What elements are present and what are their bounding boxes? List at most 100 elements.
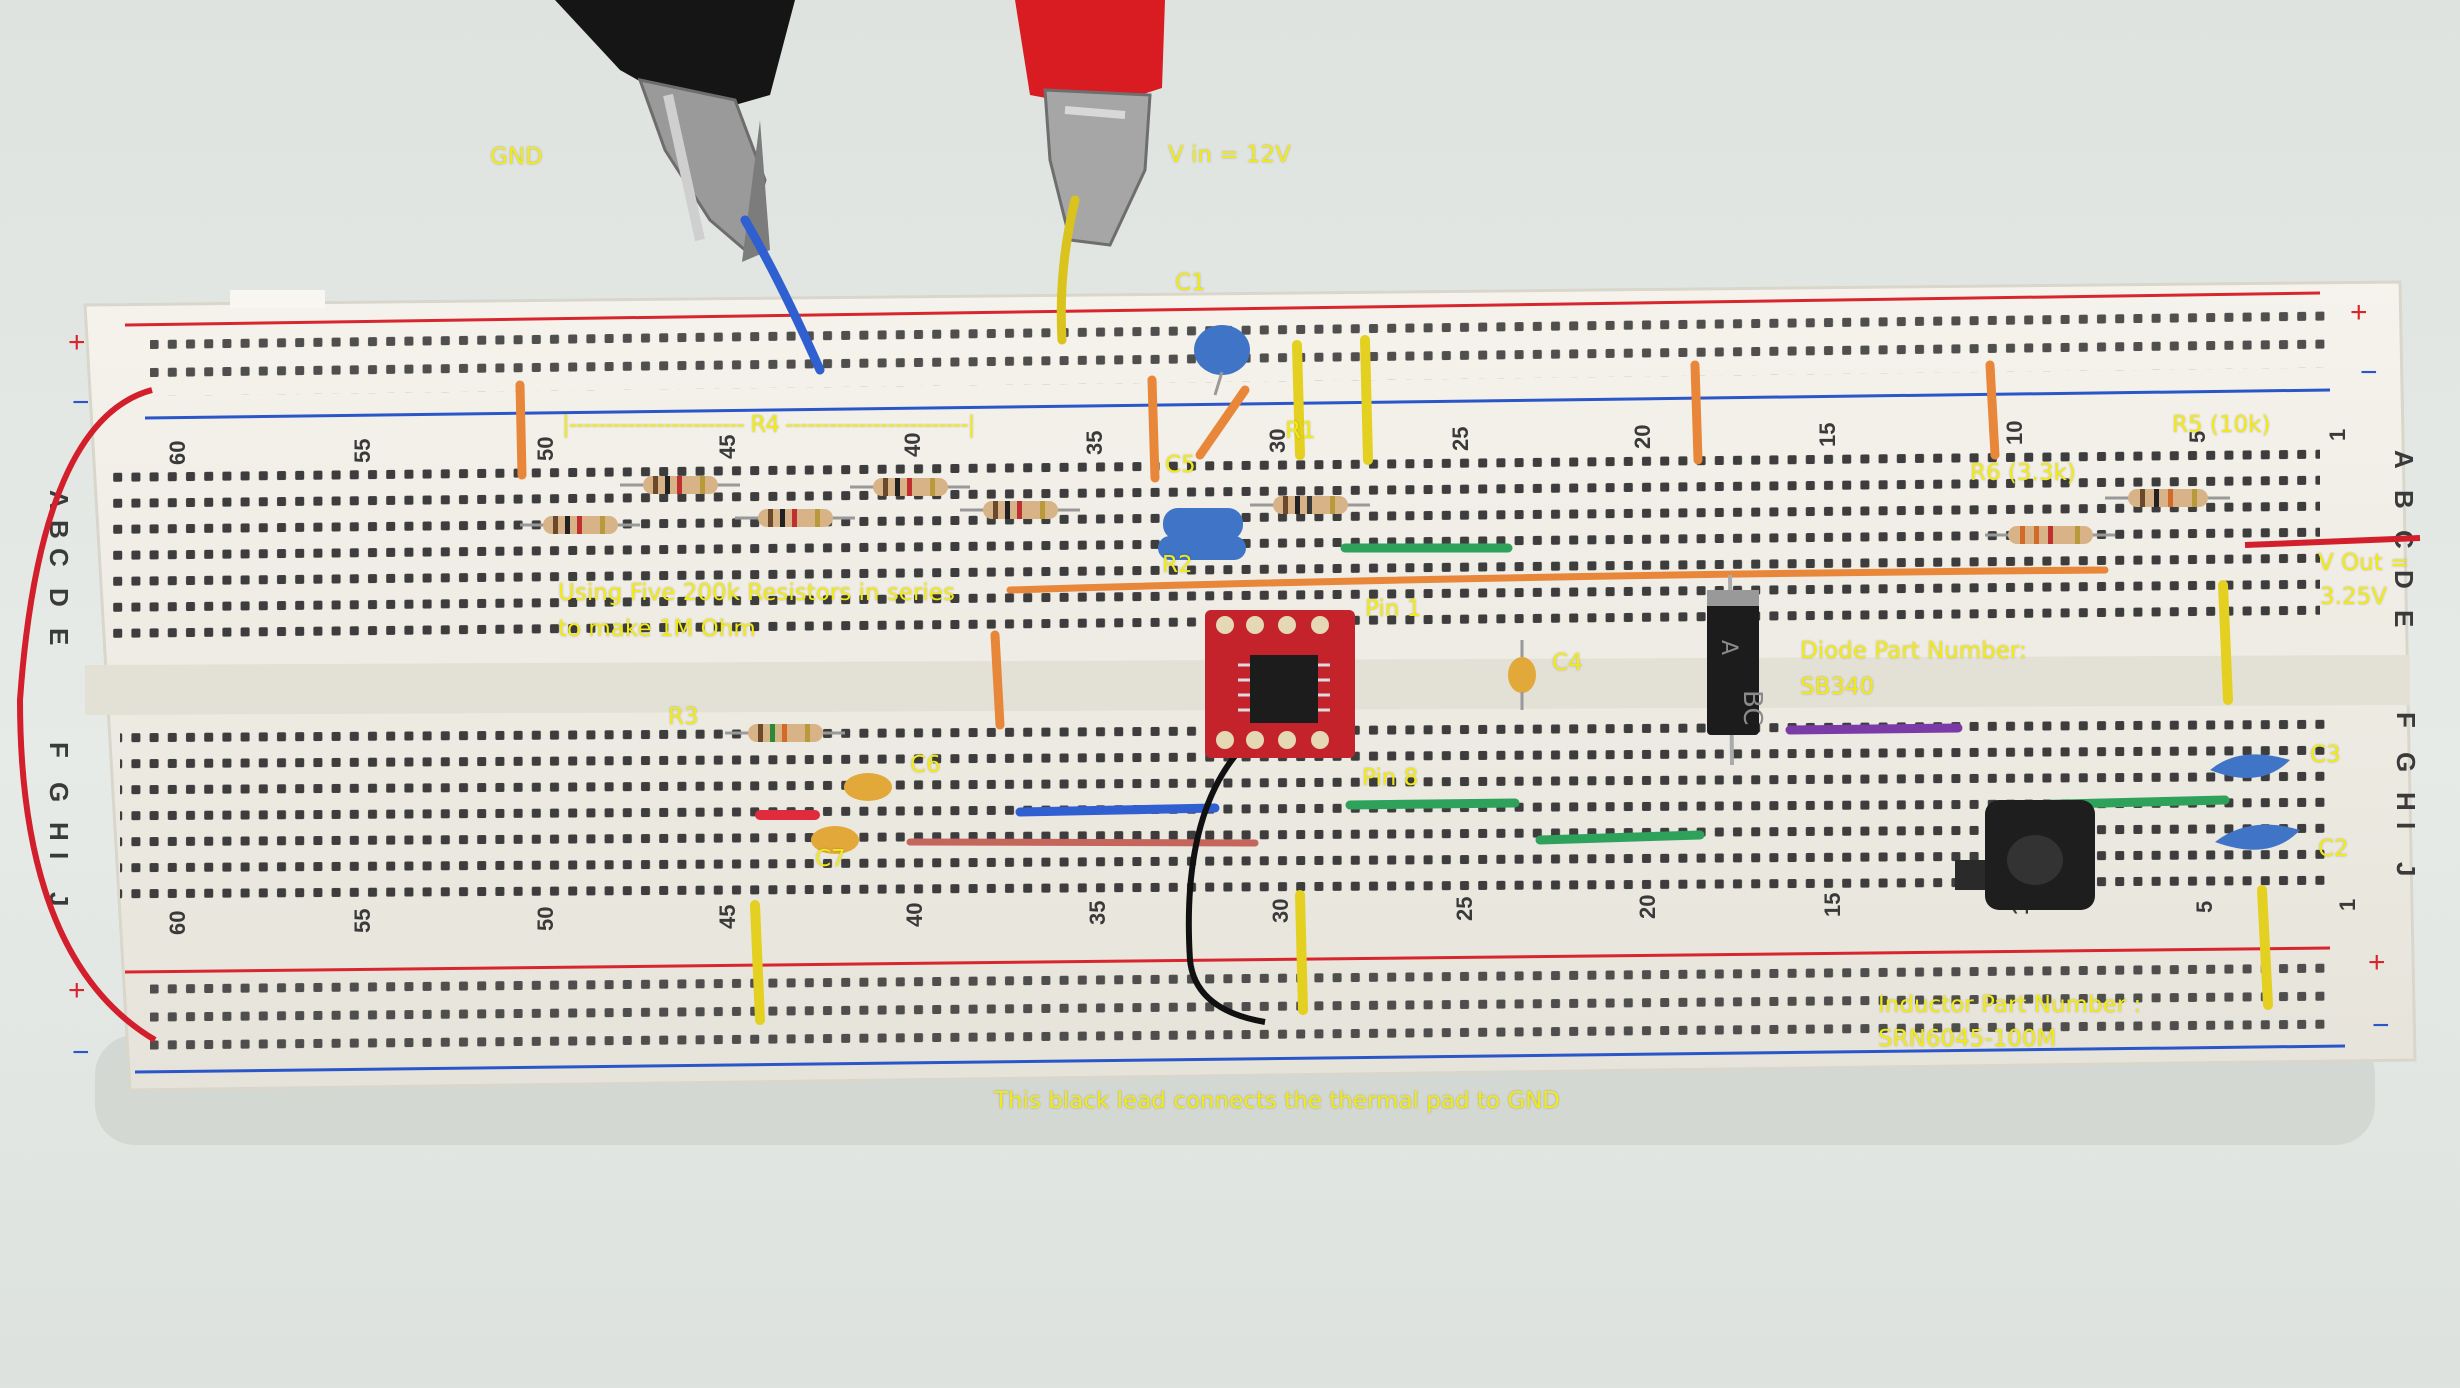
c6-capacitor <box>844 773 892 801</box>
right-letter-f: F <box>2391 712 2421 728</box>
right-letter-h: H <box>2391 792 2421 811</box>
right-letter-a: A <box>2389 450 2419 469</box>
top-num-10: 10 <box>2002 421 2027 445</box>
vout-label-line1: V Out = <box>2318 550 2410 576</box>
resistors <box>520 476 2230 742</box>
bottom-num-5: 5 <box>2192 901 2217 913</box>
c3-label: C3 <box>2310 742 2341 768</box>
diode-label-line1: Diode Part Number: <box>1800 638 2027 664</box>
right-letter-e: E <box>2389 610 2419 627</box>
r1-label: R1 <box>1285 418 1316 444</box>
top-num-1: 1 <box>2325 429 2350 441</box>
c5-label: C5 <box>1165 452 1196 478</box>
black-thermal-lead <box>1185 732 1266 1025</box>
top-num-40: 40 <box>900 433 925 457</box>
purple-jumper <box>1785 723 1963 735</box>
top-num-50: 50 <box>533 437 558 461</box>
top-num-15: 15 <box>1815 423 1840 447</box>
gnd-label: GND <box>490 144 543 170</box>
bottom-blue-rail <box>134 1044 2346 1074</box>
top-num-5: 5 <box>2185 431 2210 443</box>
right-row-letters: A B C D E F G H I J <box>2389 450 2421 876</box>
bottom-num-45: 45 <box>715 905 740 929</box>
c7-capacitor <box>811 826 859 854</box>
c2-capacitor <box>2215 824 2300 850</box>
right-letter-i: I <box>2391 822 2421 829</box>
pin8-label: Pin 8 <box>1362 765 1419 791</box>
right-letter-g: G <box>2391 752 2421 772</box>
c1-capacitor <box>1194 325 1250 375</box>
c6-label: C6 <box>910 752 941 778</box>
blue-gnd-wire <box>740 215 825 375</box>
left-letter-d: D <box>44 588 74 607</box>
capacitors <box>811 325 2300 854</box>
bottom-num-15: 15 <box>1820 893 1845 917</box>
left-letter-e: E <box>44 628 74 645</box>
left-row-letters: A B C D E F G H I J <box>44 490 74 906</box>
resistors-note-line2: to make 1M Ohm <box>558 616 756 642</box>
left-letter-b: B <box>44 520 74 539</box>
right-letter-d: D <box>2389 570 2419 589</box>
blue-jumper <box>1015 803 1220 817</box>
vout-label-line2: 3.25V <box>2320 584 2387 610</box>
board-tab <box>230 290 325 308</box>
bottom-num-20: 20 <box>1635 895 1660 919</box>
black-lead-note: This black lead connects the thermal pad… <box>994 1088 1560 1114</box>
top-right-plus: + <box>2350 296 2368 329</box>
bottom-num-50: 50 <box>533 907 558 931</box>
c4-label: C4 <box>1552 650 1583 676</box>
vout-red-wire <box>2244 535 2421 548</box>
top-num-45: 45 <box>715 435 740 459</box>
top-num-20: 20 <box>1630 425 1655 449</box>
r5-label: R5 (10k) <box>2172 412 2271 438</box>
bottom-num-60: 60 <box>165 911 190 935</box>
pin1-label: Pin 1 <box>1365 596 1422 622</box>
r4-label: |------------------------ R4 -----------… <box>562 412 975 438</box>
bottom-left-minus: − <box>72 1036 90 1069</box>
top-num-60: 60 <box>165 441 190 465</box>
c7-label: C7 <box>815 846 846 872</box>
inductor-srn6045 <box>1955 800 2095 910</box>
bottom-num-1: 1 <box>2335 899 2360 911</box>
top-column-numbers: 60 55 50 45 40 35 30 25 20 15 10 5 1 <box>165 421 2350 465</box>
top-right-minus: − <box>2360 356 2378 389</box>
bottom-rail-holes <box>150 962 2330 1052</box>
c5-capacitor <box>1163 508 1243 540</box>
orange-jumpers <box>515 360 2109 730</box>
bottom-num-40: 40 <box>902 903 927 927</box>
r6-label: R6 (3.3k) <box>1970 460 2076 486</box>
left-letter-c: C <box>44 548 74 567</box>
top-num-25: 25 <box>1448 427 1473 451</box>
bottom-right-minus: − <box>2372 1009 2390 1042</box>
inductor-label-line1: Inductor Part Number : <box>1878 992 2142 1018</box>
resistors-note-line1: Using Five 200k Resistors in series <box>558 580 955 606</box>
left-letter-g: G <box>44 782 74 802</box>
ic-chip <box>1250 655 1318 723</box>
right-letter-j: J <box>2391 862 2421 876</box>
bottom-right-plus: + <box>2368 946 2386 979</box>
r3-label: R3 <box>668 704 699 730</box>
left-red-wire <box>16 387 157 1043</box>
left-letter-f: F <box>44 742 74 758</box>
bottom-red-rail <box>124 946 2331 974</box>
c2-label: C2 <box>2318 836 2349 862</box>
bottom-left-plus: + <box>68 974 86 1007</box>
right-letter-b: B <box>2389 490 2419 509</box>
bottom-num-30: 30 <box>1268 899 1293 923</box>
top-num-30: 30 <box>1265 429 1290 453</box>
r2-part <box>1158 536 1246 560</box>
inductor-label-line2: SRN6045-100M <box>1878 1026 2057 1052</box>
top-red-rail <box>124 291 2321 327</box>
c1-label: C1 <box>1175 270 1206 296</box>
left-letter-i: I <box>44 852 74 859</box>
top-num-35: 35 <box>1082 431 1107 455</box>
diode-marking: BC <box>1737 690 1767 726</box>
bottom-num-35: 35 <box>1085 901 1110 925</box>
c4-capacitor <box>1508 657 1536 693</box>
black-alligator-clip <box>555 0 795 262</box>
ic-breakout-board <box>1205 610 1355 758</box>
r2-label: R2 <box>1162 552 1193 578</box>
top-left-minus: − <box>72 386 90 419</box>
